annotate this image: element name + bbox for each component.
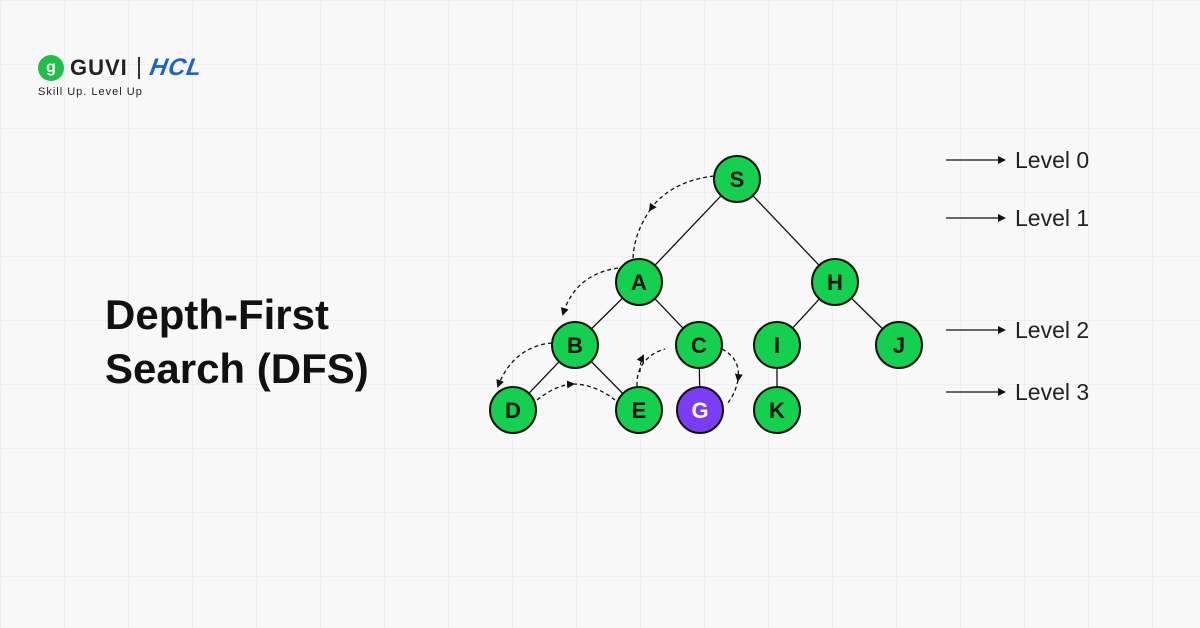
traversal-arrows — [496, 175, 743, 405]
edge-h-i — [792, 298, 820, 329]
node-circle-h — [811, 258, 859, 306]
traversal-arrow-d-to-e-tail — [572, 383, 616, 401]
node-label-e: E — [632, 398, 647, 423]
edge-a-c — [654, 298, 684, 329]
node-b: B — [551, 321, 599, 369]
tree-nodes: S A H B C I J D E G K — [489, 155, 923, 434]
node-e: E — [615, 386, 663, 434]
edge-b-d — [528, 361, 560, 394]
level-label-1: Level 1 — [1015, 205, 1089, 231]
traversal-arrow-d-to-e — [536, 380, 575, 401]
edge-a-b — [590, 297, 624, 330]
brand-header: g GUVI HCL Skill Up. Level Up — [38, 54, 205, 98]
title-line-2: Search (DFS) — [105, 345, 369, 392]
traversal-arrow-s-to-a-tail — [632, 209, 651, 259]
title-line-1: Depth-First — [105, 291, 329, 338]
brand-divider — [137, 57, 140, 79]
edge-b-e — [590, 360, 624, 395]
node-label-k: K — [769, 398, 785, 423]
node-h: H — [811, 258, 859, 306]
page-title: Depth-First Search (DFS) — [105, 288, 369, 396]
node-label-g: G — [691, 398, 708, 423]
edge-s-a — [654, 195, 722, 266]
node-j: J — [875, 321, 923, 369]
traversal-arrow-e-to-c — [636, 348, 666, 387]
node-label-d: D — [505, 398, 521, 423]
node-label-c: C — [691, 333, 707, 358]
edge-h-j — [850, 297, 884, 330]
level-markers: Level 0 Level 1 Level 2 Level 3 — [946, 147, 1089, 405]
level-label-2: Level 2 — [1015, 317, 1089, 343]
node-circle-j — [875, 321, 923, 369]
traversal-arrow-b-to-d — [496, 342, 553, 388]
node-circle-a — [615, 258, 663, 306]
node-label-i: I — [774, 333, 780, 358]
node-a: A — [615, 258, 663, 306]
node-circle-e — [615, 386, 663, 434]
traversal-arrow-c-to-g-tail — [726, 379, 739, 405]
node-circle-k — [753, 386, 801, 434]
brand-tagline: Skill Up. Level Up — [38, 86, 143, 98]
guvi-logo-icon: g — [38, 55, 64, 81]
node-circle-g — [676, 386, 724, 434]
node-circle-s — [713, 155, 761, 203]
node-s: S — [713, 155, 761, 203]
node-circle-b — [551, 321, 599, 369]
node-i: I — [753, 321, 801, 369]
node-label-s: S — [730, 167, 745, 192]
level-label-3: Level 3 — [1015, 379, 1089, 405]
traversal-arrow-a-to-b — [560, 267, 619, 316]
node-label-a: A — [631, 270, 647, 295]
traversal-arrow-s-to-a — [648, 175, 715, 212]
edge-s-h — [752, 195, 820, 266]
node-label-j: J — [893, 333, 905, 358]
node-g: G — [676, 386, 724, 434]
traversal-arrow-c-to-g — [721, 348, 743, 382]
node-label-h: H — [827, 270, 843, 295]
node-label-b: B — [567, 333, 583, 358]
node-circle-c — [675, 321, 723, 369]
guvi-wordmark: GUVI — [70, 55, 128, 80]
level-label-0: Level 0 — [1015, 147, 1089, 173]
node-circle-i — [753, 321, 801, 369]
node-circle-d — [489, 386, 537, 434]
node-d: D — [489, 386, 537, 434]
node-k: K — [753, 386, 801, 434]
node-c: C — [675, 321, 723, 369]
traversal-arrow-e-to-c-head — [636, 354, 644, 373]
tree-edges — [528, 195, 884, 395]
